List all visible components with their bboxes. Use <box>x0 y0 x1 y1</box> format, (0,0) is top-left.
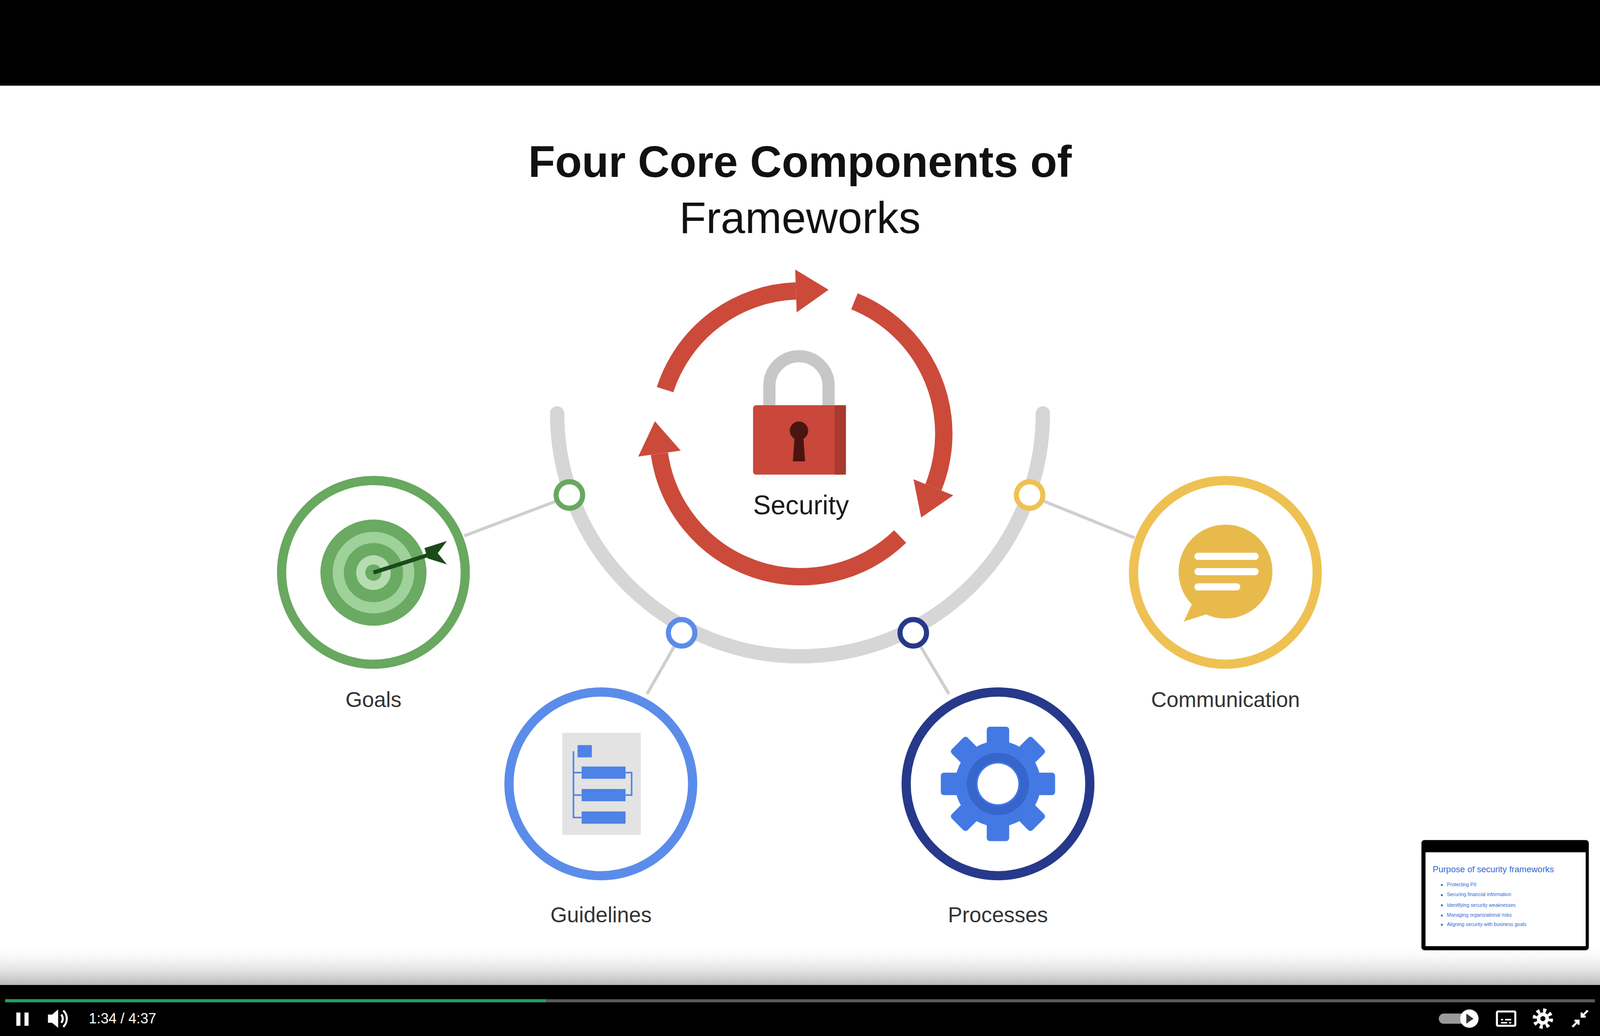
lock-body <box>753 405 846 475</box>
document-icon <box>573 750 632 818</box>
preview-bullet: Managing organizational risks <box>1447 912 1512 919</box>
leader-line <box>464 501 556 536</box>
circle-ring <box>906 691 1091 876</box>
arc-dot <box>900 619 927 647</box>
top-bar <box>0 0 1600 86</box>
target-icon <box>356 555 391 590</box>
slide-title: Four Core Components of Frameworks <box>483 133 1117 247</box>
document-icon <box>562 732 641 835</box>
gear-body <box>955 741 1041 827</box>
cycle-arc <box>665 290 797 390</box>
bullet <box>1440 914 1443 917</box>
leader-line <box>920 646 949 695</box>
cycle-arrowhead <box>913 479 954 518</box>
circle-outline <box>276 475 471 670</box>
lock-shading <box>834 405 846 475</box>
speech-lines <box>1198 556 1256 587</box>
document-icon <box>581 811 626 824</box>
document-icon <box>581 766 626 779</box>
node-label: Communication <box>1150 687 1300 713</box>
document-icon <box>577 744 593 757</box>
cycle-arrowhead <box>638 421 681 457</box>
exit-fullscreen-icon <box>1572 1010 1588 1027</box>
security-cycle: Security <box>637 270 965 597</box>
bullet <box>1440 923 1443 926</box>
preview-slide <box>1425 851 1586 946</box>
captions-icon <box>1497 1011 1516 1026</box>
control-bar <box>0 984 1600 1036</box>
settings-icon <box>1534 1010 1551 1027</box>
node-label: Guidelines <box>550 902 652 929</box>
pause-icon <box>16 1012 21 1026</box>
arc-dot <box>556 481 583 509</box>
component-circle: Processes <box>901 686 1095 881</box>
time-display: 1:34 / 4:37 <box>88 1009 157 1027</box>
cycle-arrowhead <box>795 269 829 313</box>
preview-bullet: Securing financial information <box>1447 891 1512 898</box>
volume-icon <box>61 1010 67 1027</box>
node-label: Goals <box>345 687 402 713</box>
keyhole <box>792 432 806 462</box>
target-icon <box>332 531 415 614</box>
bullet <box>1440 894 1443 896</box>
cycle-arc <box>854 301 945 488</box>
progress-fill <box>5 998 546 1003</box>
circle-ring <box>281 480 466 665</box>
preview-frame <box>1421 839 1589 951</box>
player-shade <box>0 944 1600 985</box>
cycle-arrows <box>637 270 965 597</box>
captions-icon <box>1500 1019 1512 1023</box>
slide-ground <box>0 85 1600 985</box>
gear-icon <box>940 726 1055 841</box>
document-icon <box>581 788 626 801</box>
circle-ring <box>509 691 693 876</box>
preview-bullet: Identifying security weaknesses <box>1447 902 1516 909</box>
speech-bubble-icon <box>1183 600 1213 622</box>
volume-icon <box>48 1009 59 1028</box>
component-circle: Guidelines <box>503 686 698 881</box>
gear-hole <box>977 763 1019 805</box>
circle-outline <box>503 686 698 881</box>
pause-icon <box>24 1012 29 1026</box>
dart-icon <box>424 540 447 565</box>
circle-ring <box>1133 480 1318 665</box>
component-circle: Communication <box>1128 475 1323 670</box>
target-icon <box>320 519 427 626</box>
gear-ring <box>971 757 1025 811</box>
settings-icon <box>1540 1015 1546 1021</box>
leader-line <box>647 646 675 695</box>
bullet <box>1440 883 1443 886</box>
circle-outline <box>901 686 1095 881</box>
node-label: Security <box>753 489 850 522</box>
preview-bullet: Protecting PII <box>1447 881 1477 888</box>
bullet <box>1440 904 1443 907</box>
lock-shackle <box>769 356 830 411</box>
node-label: Processes <box>947 902 1048 929</box>
leader-line <box>1043 501 1135 539</box>
preview-heading: Purpose of security frameworks <box>1432 864 1554 875</box>
circle-outline <box>1128 475 1323 670</box>
arc-band <box>557 413 1043 656</box>
preview-bullet: Aligning security with business goals <box>1447 921 1527 928</box>
progress-track <box>5 998 1595 1003</box>
component-circle: Goals <box>276 475 471 670</box>
arc-dot <box>668 619 696 647</box>
autoplay-toggle <box>1466 1013 1474 1024</box>
settings-icon <box>1536 1012 1550 1025</box>
arc-dot <box>1016 481 1043 509</box>
autoplay-toggle <box>1460 1009 1479 1028</box>
cycle-arc <box>659 453 901 577</box>
